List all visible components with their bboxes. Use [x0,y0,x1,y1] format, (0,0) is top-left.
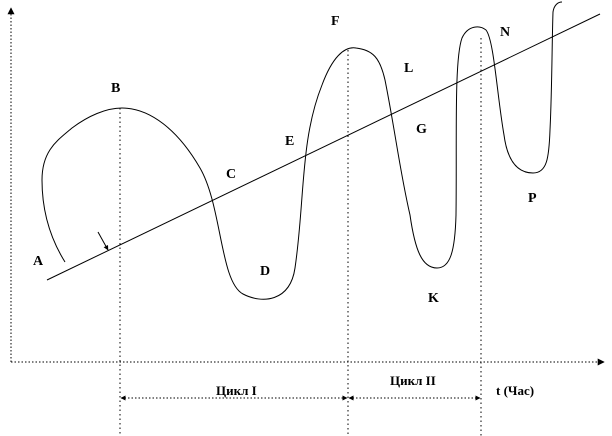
point-label-c: C [226,167,236,182]
point-label-a: A [33,254,44,269]
point-label-n: N [500,25,510,40]
point-label-e: E [285,134,294,149]
cycle1-label: Цикл I [216,383,257,398]
x-axis-label: t (Час) [496,383,534,398]
pointer-arrow [97,231,109,251]
cycle2-label: Цикл II [390,373,436,388]
point-label-p: P [528,191,537,206]
point-label-b: B [111,81,120,96]
point-label-d: D [260,264,270,279]
point-label-f: F [331,14,340,29]
point-label-l: L [404,61,413,76]
oscillation-curve [41,1,563,300]
point-label-g: G [416,122,427,137]
point-label-k: K [428,291,439,306]
trend-line [46,13,601,281]
